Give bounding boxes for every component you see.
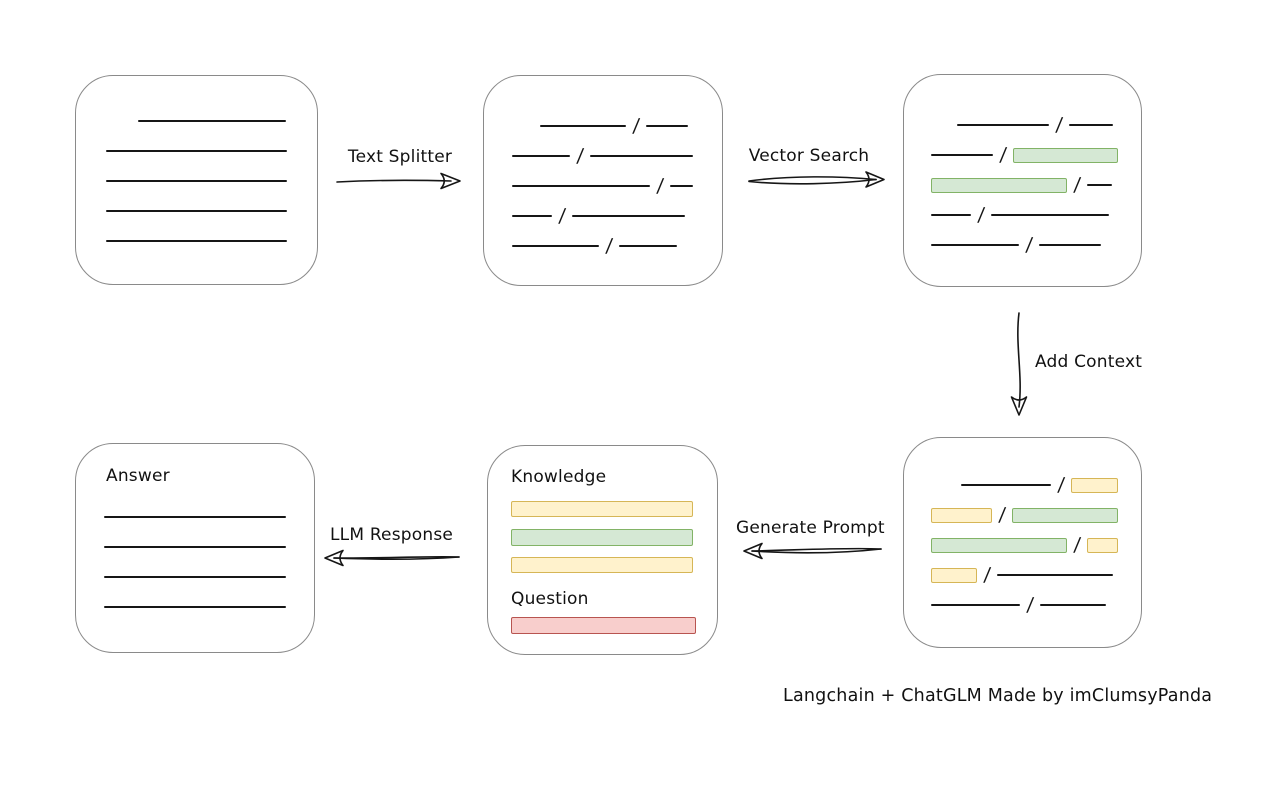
credit-caption: Langchain + ChatGLM Made by imClumsyPand… [783, 686, 1213, 706]
vector-matches-box: / / / / / [903, 74, 1142, 287]
text-line [106, 240, 287, 242]
highlight-bar-yellow [931, 567, 977, 583]
text-line [931, 244, 1019, 246]
generate-prompt-label: Generate Prompt [736, 518, 885, 538]
highlight-bar-green [931, 537, 1067, 553]
text-line [106, 180, 287, 182]
text-line [590, 155, 694, 157]
answer-box: Answer [75, 443, 315, 653]
question-title: Question [511, 589, 589, 609]
text-line [106, 210, 287, 212]
text-line [957, 124, 1049, 126]
highlight-bar-yellow [511, 557, 693, 573]
text-line [512, 185, 650, 187]
slash-separator: / [982, 563, 992, 586]
knowledge-title: Knowledge [511, 467, 607, 487]
text-splitter-label: Text Splitter [347, 147, 453, 167]
vector-search-label: Vector Search [748, 146, 870, 166]
slash-separator: / [604, 234, 614, 257]
indent [512, 126, 540, 127]
vector-search-arrow [748, 171, 885, 188]
knowledge-bars [511, 495, 717, 579]
text-line [991, 214, 1110, 216]
text-line [931, 214, 971, 216]
text-line [1040, 604, 1107, 606]
llm-response-arrow [324, 549, 460, 567]
text-line [931, 154, 993, 156]
highlight-bar-yellow [1071, 477, 1119, 493]
slash-separator: / [575, 144, 585, 167]
question-bar [511, 611, 717, 639]
context-chunks-box: / / / / / [903, 437, 1142, 648]
slash-separator: / [655, 174, 665, 197]
slash-separator: / [1024, 233, 1034, 256]
text-line [104, 516, 286, 518]
llm-response-label: LLM Response [330, 525, 454, 545]
slash-separator: / [631, 114, 641, 137]
slash-separator: / [998, 143, 1008, 166]
slash-separator: / [1072, 173, 1082, 196]
text-line [997, 574, 1114, 576]
highlight-bar-green [1012, 507, 1119, 523]
text-line [961, 484, 1051, 486]
highlight-bar-yellow [511, 501, 693, 517]
chunk-lines: / / / / / [484, 76, 722, 261]
text-line [512, 215, 552, 217]
document-lines [76, 76, 317, 256]
highlight-bar-red [511, 616, 696, 634]
prompt-box: Knowledge Question [487, 445, 718, 655]
indent [931, 485, 961, 486]
answer-title: Answer [106, 466, 170, 486]
highlight-bar-green [931, 177, 1067, 193]
add-context-arrow [1010, 312, 1028, 416]
generate-prompt-arrow [743, 542, 882, 560]
slash-separator: / [976, 203, 986, 226]
highlight-bar-green [511, 528, 693, 546]
text-line [619, 245, 678, 247]
slash-separator: / [1056, 473, 1066, 496]
slash-separator: / [1025, 593, 1035, 616]
split-chunks-box: / / / / / [483, 75, 723, 286]
answer-lines [104, 502, 290, 622]
text-line [106, 150, 287, 152]
text-line [104, 576, 286, 578]
slash-separator: / [557, 204, 567, 227]
text-line [104, 546, 286, 548]
indent [931, 125, 957, 126]
text-line [540, 125, 626, 127]
text-line [512, 245, 599, 247]
text-line [670, 185, 694, 187]
text-line [572, 215, 686, 217]
matched-chunk-lines: / / / / / [904, 75, 1141, 260]
source-document-box [75, 75, 318, 285]
highlight-bar-yellow [1087, 537, 1119, 553]
text-line [1087, 184, 1113, 186]
text-line [512, 155, 570, 157]
text-splitter-arrow [336, 172, 461, 190]
highlight-bar-green [1013, 147, 1119, 163]
slash-separator: / [1054, 113, 1064, 136]
highlight-bar-yellow [931, 507, 992, 523]
text-line [931, 604, 1020, 606]
slash-separator: / [997, 503, 1007, 526]
text-line [138, 120, 286, 122]
indent [106, 121, 138, 122]
context-chunk-lines: / / / / / [904, 438, 1141, 620]
slash-separator: / [1072, 533, 1082, 556]
text-line [104, 606, 286, 608]
text-line [1069, 124, 1114, 126]
text-line [1039, 244, 1102, 246]
text-line [646, 125, 689, 127]
add-context-label: Add Context [1035, 352, 1143, 372]
